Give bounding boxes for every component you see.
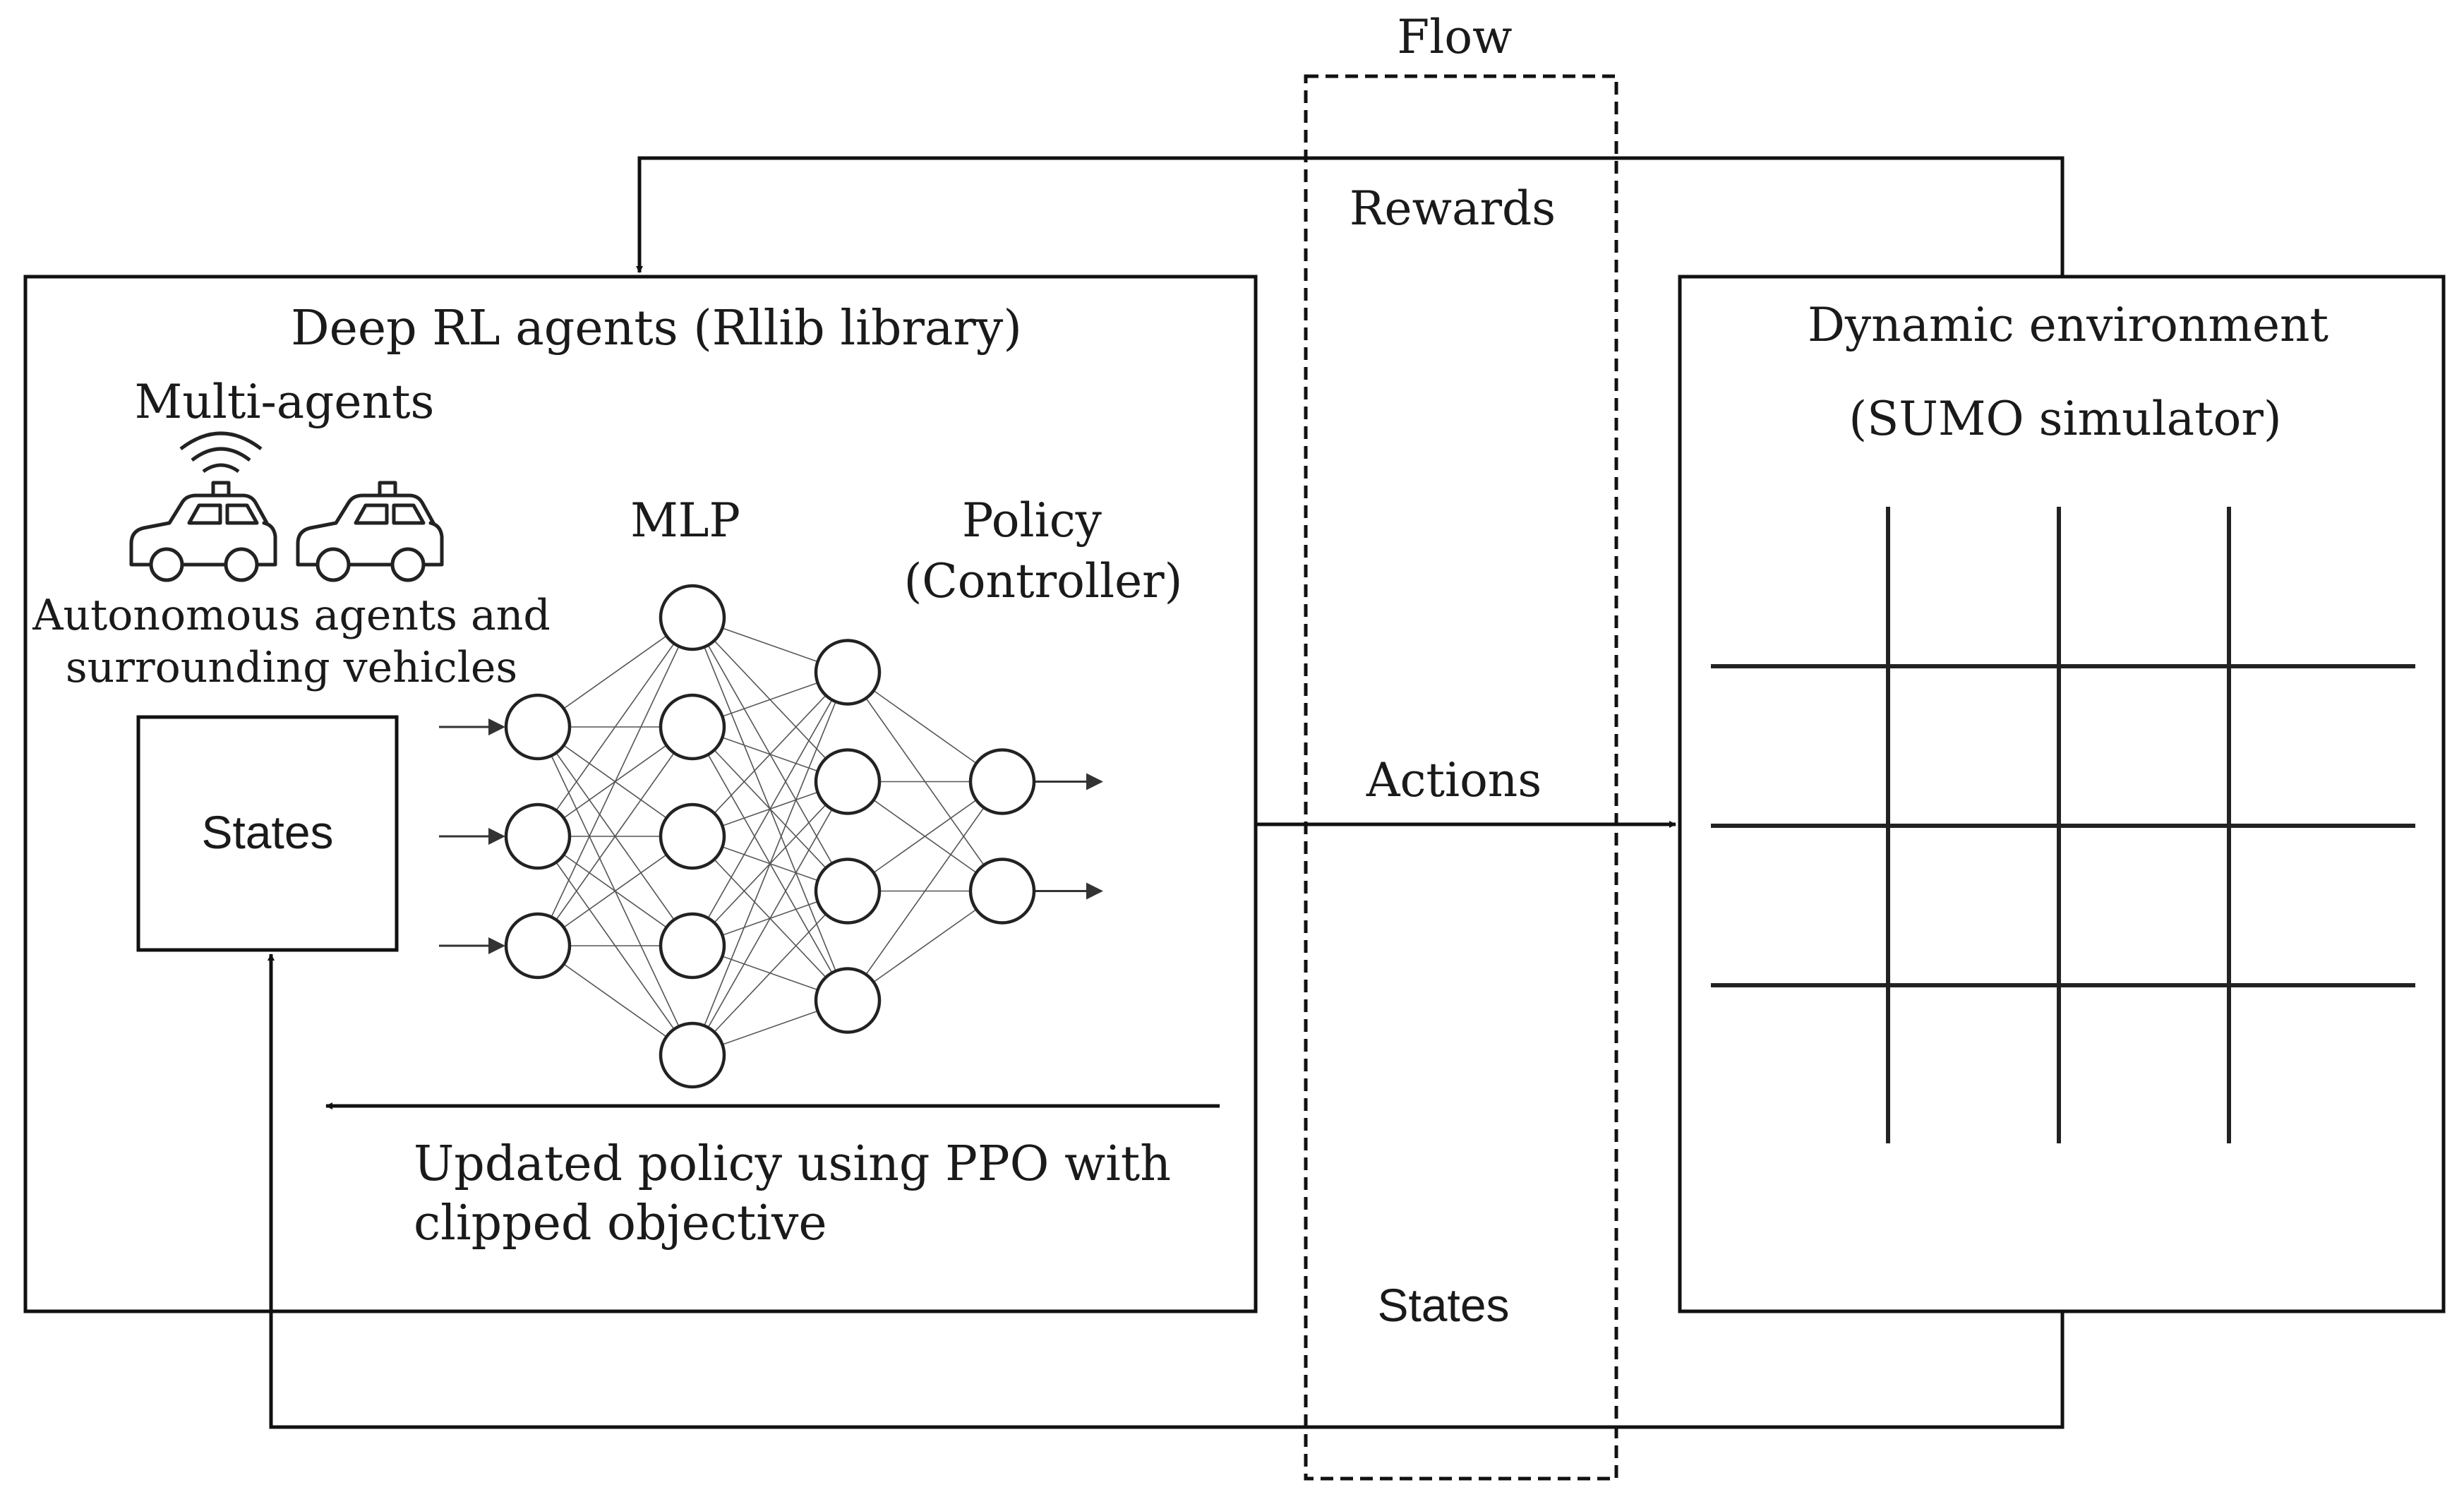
environment-title-line1: Dynamic environment (1808, 298, 2328, 352)
neuron-layer1-2 (504, 802, 572, 870)
multi-agents-label: Multi-agents (135, 375, 435, 429)
vehicles-label-line1: Autonomous agents and (32, 591, 551, 640)
mlp-connections (537, 617, 1003, 1056)
update-label-line2: clipped objective (414, 1196, 827, 1251)
neuron-layer2-4 (659, 912, 726, 980)
mlp-output-arrows (1035, 773, 1103, 900)
agents-box (23, 275, 1258, 1313)
car-icon (296, 481, 444, 582)
neuron-layer2-1 (659, 584, 726, 651)
environment-title-line2: (SUMO simulator) (1849, 392, 2281, 446)
mlp-edge-0-2-0 (537, 617, 693, 946)
update-label-line1: Updated policy using PPO with (414, 1136, 1171, 1192)
neuron-layer4-1 (968, 748, 1036, 815)
states-feedback-arrow (268, 953, 2065, 1429)
mlp-edge-1-3-0 (692, 672, 848, 946)
states-box (136, 715, 399, 952)
neuron-layer4-2 (968, 858, 1036, 925)
neuron-layer2-5 (659, 1021, 726, 1089)
mlp-edge-1-4-2 (692, 890, 848, 1056)
mlp-edge-1-4-0 (692, 672, 848, 1056)
mlp-edge-1-4-1 (692, 781, 848, 1056)
mlp-neurons (504, 584, 1036, 1089)
neuron-layer3-1 (814, 639, 882, 706)
agents-title: Deep RL agents (Rllib library) (291, 301, 1022, 356)
policy-label-line1: Policy (962, 493, 1102, 548)
road-grid (1711, 507, 2415, 1143)
mlp-edge-2-3-0 (847, 781, 1003, 1001)
mlp-edge-1-2-0 (692, 671, 848, 837)
flow-box (1304, 74, 1618, 1481)
environment-box (1678, 275, 2446, 1313)
states-label: States (1377, 1279, 1509, 1331)
states-box-label: States (201, 806, 333, 858)
actions-label: Actions (1366, 753, 1541, 807)
flow-title: Flow (1397, 10, 1512, 64)
neuron-layer3-3 (814, 858, 882, 925)
rewards-arrow (636, 156, 2065, 275)
neuron-layer2-2 (659, 693, 726, 761)
mlp-label: MLP (630, 493, 740, 548)
neuron-layer2-3 (659, 802, 726, 870)
neuron-layer3-4 (814, 967, 882, 1034)
neuron-layer3-2 (814, 748, 882, 815)
mlp-edge-0-1-0 (537, 617, 693, 837)
car-with-antenna-icon (129, 431, 277, 582)
rewards-label: Rewards (1350, 181, 1556, 236)
mlp-input-arrows (439, 718, 505, 954)
vehicles-label-line2: surrounding vehicles (66, 643, 517, 692)
neuron-layer1-1 (504, 693, 572, 761)
mlp-edge-0-2-1 (537, 726, 693, 946)
policy-label-line2: (Controller) (904, 554, 1183, 608)
neuron-layer1-3 (504, 912, 572, 980)
